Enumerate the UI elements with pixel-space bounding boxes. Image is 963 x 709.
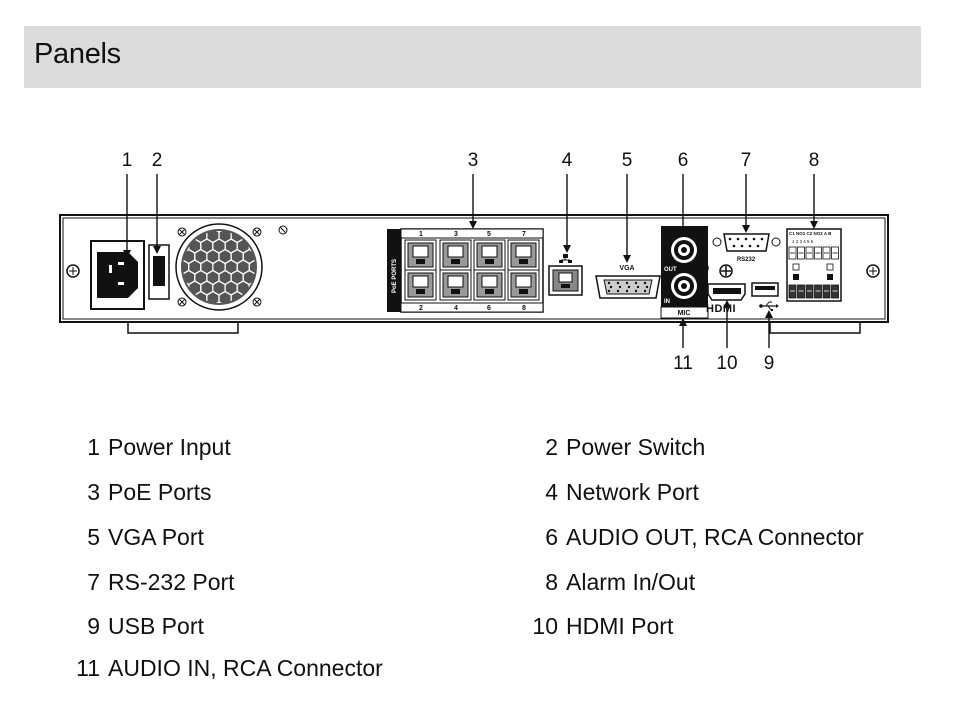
alarm-pin-numbers: 1 2 3 4 5 6 (792, 239, 814, 244)
alarm-terminal-block: C1 NO1 C2 NO2 A B 1 2 3 4 5 6 (786, 228, 842, 302)
legend-label: VGA Port (108, 524, 204, 550)
callout-number: 6 (678, 150, 689, 171)
poe-port (404, 269, 437, 301)
legend-number: 7 (87, 569, 100, 595)
callout-number: 10 (716, 353, 737, 374)
legend-item: 5 VGA Port (70, 524, 204, 551)
poe-ports-block: PoE PORTS 1 3 5 7 2 4 6 8 (387, 228, 544, 313)
poe-ports-label: PoE PORTS (392, 259, 398, 293)
poe-bottom-number: 8 (522, 305, 526, 312)
legend-item: 9 USB Port (70, 613, 204, 640)
power-switch (148, 244, 170, 300)
legend-number: 8 (545, 569, 558, 595)
fan-icon (175, 223, 263, 311)
poe-top-number: 7 (522, 231, 526, 238)
poe-top-number: 1 (419, 231, 423, 238)
legend-item: 4 Network Port (528, 479, 699, 506)
audio-block: MIC OUT IN (660, 226, 709, 319)
poe-top-number: 3 (454, 231, 458, 238)
legend-number: 11 (76, 655, 100, 681)
network-icon (559, 254, 572, 263)
legend-item: 2 Power Switch (528, 434, 705, 461)
callout-number: 9 (764, 353, 775, 374)
poe-port (439, 239, 472, 271)
poe-port (507, 269, 540, 301)
alarm-top-labels: C1 NO1 C2 NO2 A B (789, 231, 832, 236)
vga-port: VGA (595, 265, 661, 299)
legend-label: AUDIO OUT, RCA Connector (566, 524, 864, 550)
legend-number: 1 (87, 434, 100, 460)
callout-number: 5 (622, 150, 633, 171)
callout-number: 1 (122, 150, 133, 171)
poe-port (507, 239, 540, 271)
legend-label: PoE Ports (108, 479, 212, 505)
poe-bottom-number: 2 (419, 305, 423, 312)
rear-panel-diagram: PoE PORTS 1 3 5 7 2 4 6 8 VGA (59, 150, 889, 374)
rs232-label: RS232 (737, 257, 756, 263)
callouts: 1 2 3 4 5 6 7 8 11 10 9 (122, 150, 820, 374)
vga-label: VGA (619, 265, 634, 272)
power-input-socket (90, 240, 145, 310)
poe-port (404, 239, 437, 271)
legend-number: 10 (532, 613, 558, 639)
audio-in-label: IN (664, 299, 670, 305)
callout-number: 4 (562, 150, 573, 171)
mic-label: MIC (678, 310, 691, 317)
callout-number: 3 (468, 150, 479, 171)
legend-label: HDMI Port (566, 613, 674, 639)
legend-number: 9 (87, 613, 100, 639)
legend-label: RS-232 Port (108, 569, 235, 595)
legend-number: 6 (545, 524, 558, 550)
title-bar: Panels (24, 26, 921, 88)
rs232-port: RS232 (712, 233, 781, 263)
legend-item: 1 Power Input (70, 434, 231, 461)
poe-bottom-number: 6 (487, 305, 491, 312)
legend-item: 3 PoE Ports (70, 479, 212, 506)
audio-out-label: OUT (664, 267, 677, 273)
legend-item: 8 Alarm In/Out (528, 569, 695, 596)
network-port (548, 254, 583, 296)
legend-item: 10 HDMI Port (528, 613, 673, 640)
audio-out-connector (671, 237, 697, 263)
poe-port (439, 269, 472, 301)
legend-number: 2 (545, 434, 558, 460)
legend-number: 4 (545, 479, 558, 505)
audio-in-connector (671, 273, 697, 299)
poe-port (473, 269, 506, 301)
usb-port (751, 282, 779, 311)
legend-number: 5 (87, 524, 100, 550)
poe-top-number: 5 (487, 231, 491, 238)
callout-number: 8 (809, 150, 820, 171)
callout-number: 7 (741, 150, 752, 171)
usb-icon (759, 301, 779, 311)
legend-number: 3 (87, 479, 100, 505)
legend-item: 7 RS-232 Port (70, 569, 235, 596)
hdmi-logo: HDMI (706, 303, 736, 315)
legend-label: USB Port (108, 613, 204, 639)
legend-label: Power Switch (566, 434, 706, 460)
legend-label: AUDIO IN, RCA Connector (108, 655, 383, 681)
callout-number: 2 (152, 150, 163, 171)
ground-icon (719, 264, 733, 278)
legend-item: 6 AUDIO OUT, RCA Connector (528, 524, 864, 551)
callout-number: 11 (673, 353, 693, 374)
legend-item: 11 AUDIO IN, RCA Connector (70, 655, 383, 682)
legend-label: Network Port (566, 479, 699, 505)
legend-label: Power Input (108, 434, 231, 460)
poe-bottom-number: 4 (454, 305, 458, 312)
page-title: Panels (34, 38, 121, 70)
poe-port (473, 239, 506, 271)
legend-label: Alarm In/Out (566, 569, 696, 595)
